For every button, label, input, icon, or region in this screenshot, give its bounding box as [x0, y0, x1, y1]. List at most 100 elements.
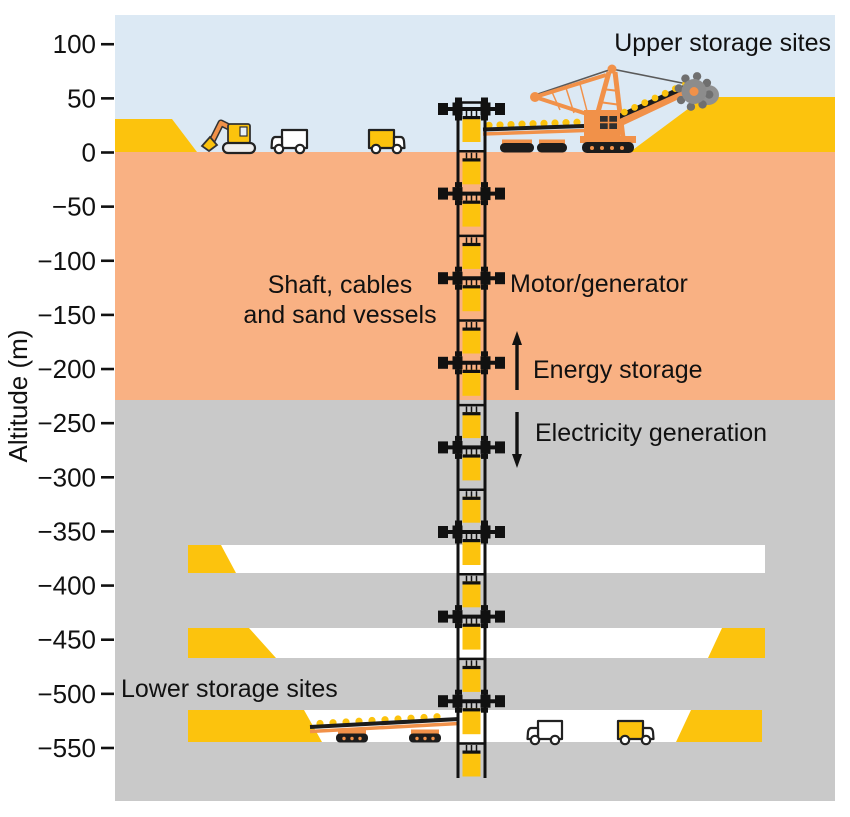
sand-bump — [562, 119, 570, 127]
sand-bump — [518, 120, 526, 128]
upper-sand-pile-left — [115, 119, 197, 152]
motor-module-nub — [455, 689, 462, 695]
wheel-tooth — [692, 72, 702, 81]
motor-module-nub — [455, 182, 462, 188]
sand-bump — [573, 118, 581, 126]
bucket-wheel-teeth — [674, 72, 714, 111]
motor-module-nub — [481, 520, 488, 526]
axis-tick-label: 0 — [82, 138, 96, 168]
sand-vessel — [462, 158, 481, 185]
motor-module-nub — [455, 200, 462, 206]
motor-module-cap — [438, 356, 448, 369]
sand-bump — [496, 121, 504, 129]
motor-module-nub — [455, 115, 462, 121]
truck-wheel — [549, 734, 561, 746]
sand-vessel-lid — [462, 285, 481, 289]
motor-module-nub — [481, 266, 488, 272]
motor-module-nub — [481, 623, 488, 629]
jib-lattice-strut — [551, 91, 561, 111]
crawler-wheel — [342, 736, 346, 741]
crawler-wheel — [423, 736, 427, 741]
axis-tick-label: −250 — [37, 408, 96, 438]
sand-bump — [485, 121, 493, 129]
motor-module-cap — [495, 441, 505, 454]
conveyor-crawler-track — [537, 143, 567, 153]
sand-vessel — [462, 116, 481, 142]
axis-tick-label: 50 — [67, 83, 96, 113]
motor-module-nub — [481, 369, 488, 375]
motor-module-block — [452, 187, 463, 201]
motor-module-cap — [495, 103, 505, 115]
energy-storage-label: Energy storage — [533, 356, 703, 384]
jib-lattice-strut — [579, 83, 589, 116]
motor-module-nub — [481, 435, 488, 441]
sand-bump — [661, 89, 669, 97]
wheel-tooth — [681, 74, 690, 83]
sand-vessel — [462, 454, 481, 481]
sand-vessel-lid — [462, 158, 481, 162]
motor-module-block — [480, 356, 491, 370]
sand-vessel — [462, 750, 481, 777]
motor-module-nub — [481, 115, 488, 121]
motor-module-block — [480, 694, 491, 708]
electricity-generation-label: Electricity generation — [535, 419, 767, 447]
mast-crossbar — [601, 88, 620, 92]
motor-module-block — [480, 610, 491, 624]
sand-bump — [540, 119, 548, 127]
motor-module-nub — [481, 453, 488, 459]
wheel-tooth — [702, 78, 712, 88]
truck-wheel — [273, 143, 285, 155]
motor-module-nub — [481, 707, 488, 713]
crawler-wheel — [350, 736, 354, 741]
motor-module-cap — [438, 610, 448, 623]
wheel-tooth — [704, 90, 714, 99]
motor-module-cap — [495, 610, 505, 623]
sand-bump — [641, 99, 649, 107]
sand-vessel-lid — [462, 116, 481, 120]
sand-bump — [651, 94, 659, 102]
motor-module-block — [480, 271, 491, 285]
machine-deck — [580, 136, 636, 143]
truck-wheel — [619, 734, 631, 746]
sand-vessel-lid — [462, 242, 481, 247]
motor-module-nub — [455, 605, 462, 611]
axis-tick-label: −550 — [37, 733, 96, 763]
motor-module-nub — [455, 97, 462, 103]
sand-vessel — [462, 665, 481, 692]
motor-module-nub — [455, 538, 462, 544]
axis-tick-label: −450 — [37, 625, 96, 655]
truck-wheel — [640, 734, 652, 746]
crawler-wheel — [415, 736, 419, 741]
sand-vessel — [462, 200, 481, 227]
energy-storage-arrow — [512, 331, 522, 390]
upper-storage-sites-label: Upper storage sites — [614, 29, 831, 57]
bucket-wheel-hub — [689, 87, 699, 96]
sand-vessel — [462, 708, 481, 735]
motor-module-nub — [481, 182, 488, 188]
sand-vessel — [462, 539, 481, 565]
motor-module-block — [452, 271, 463, 285]
conveyor-frame — [482, 128, 585, 136]
sand-bump — [529, 120, 537, 128]
arrow-up-head — [512, 331, 522, 345]
motor-module-block — [452, 525, 463, 539]
upper-sand-pile-right — [630, 97, 835, 152]
tunnel-conveyor — [309, 713, 460, 743]
sand-vessel-lid — [462, 539, 481, 543]
crawler-wheel — [431, 736, 435, 741]
tunnel-3-sand-pile-left — [188, 710, 322, 742]
counter-jib-bottom-chord — [534, 95, 594, 118]
motor-module-cap — [438, 441, 448, 454]
surface-truck-empty — [270, 128, 309, 155]
crawler-wheel — [610, 146, 614, 150]
motor-module-nub — [455, 707, 462, 713]
sand-bump — [551, 119, 559, 127]
wheel-tooth — [698, 100, 707, 109]
sand-bump — [507, 120, 515, 129]
motor-module-nub — [481, 284, 488, 290]
axis-tick-label: −350 — [37, 516, 96, 546]
bucket-wheel-excavator — [530, 64, 719, 153]
motor-module-cap — [495, 526, 505, 538]
altitude-axis: 100500−50−100−150−200−250−300−350−400−45… — [37, 29, 114, 763]
sand-vessel — [462, 623, 481, 650]
